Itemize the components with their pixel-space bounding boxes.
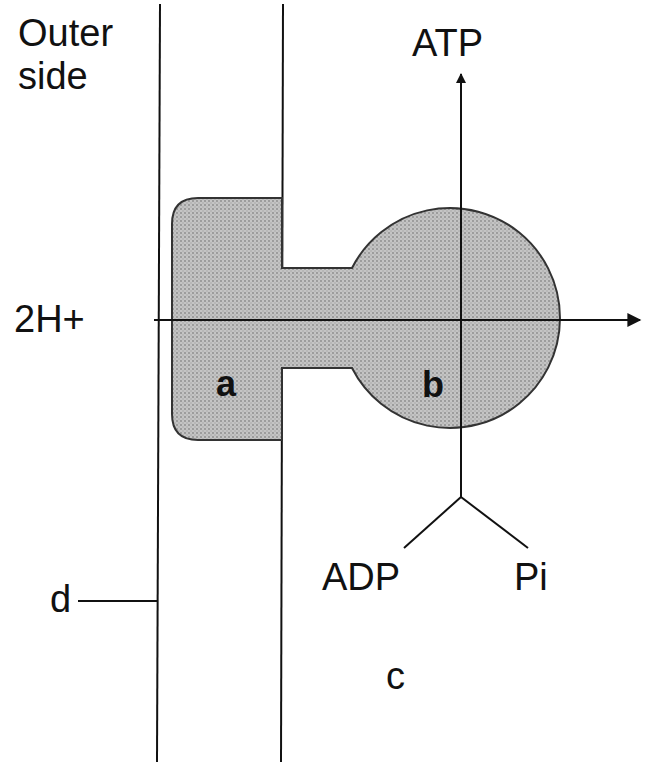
side-label: Outer side [18,12,153,97]
adp-branch [404,497,461,548]
substrate-label: Pi [514,556,548,599]
atp-arrow [460,74,462,497]
part-letter: a [216,364,236,404]
membrane-edge [157,4,160,762]
proton-label: 2H+ [14,298,85,341]
region-letter: c [386,655,405,698]
substrate-label: ADP [322,556,400,599]
leader-line [78,600,158,602]
proton-arrow [154,319,640,321]
product-label: ATP [412,22,483,65]
f1-head: b [350,235,570,455]
part-letter: d [50,578,71,621]
part-letter: b [422,365,444,405]
f0-part: a [172,198,280,440]
pi-branch [461,497,528,548]
